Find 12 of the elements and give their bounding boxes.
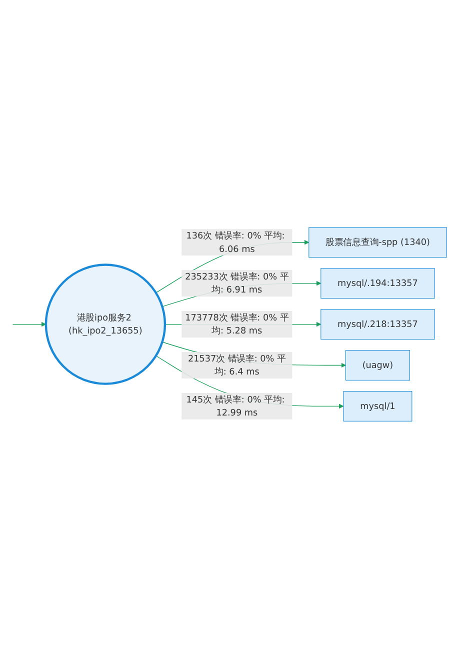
node-box: mysql/1 (343, 390, 412, 422)
node-box: mysql/.194:13357 (320, 268, 435, 298)
node-circle: 港股ipo服务2 (hk_ipo2_13655) (44, 263, 166, 385)
node-box: (uagw) (345, 350, 410, 380)
edge-label: 145次 错误率: 0% 平均: 12.99 ms (186, 394, 285, 418)
edge-label: 173778次 错误率: 0% 平均: 5.28 ms (185, 312, 289, 336)
edge-label: 235233次 错误率: 0% 平均: 6.91 ms (185, 270, 289, 295)
node-box: 股票信息查询-spp (1340) (308, 226, 447, 258)
arrow (12, 322, 46, 326)
edge-label: 136次 错误率: 0% 平均: 6.06 ms (186, 230, 285, 254)
edge-label: 21537次 错误率: 0% 平均: 6.4 ms (188, 352, 286, 377)
node-box: mysql/.218:13357 (320, 308, 435, 340)
